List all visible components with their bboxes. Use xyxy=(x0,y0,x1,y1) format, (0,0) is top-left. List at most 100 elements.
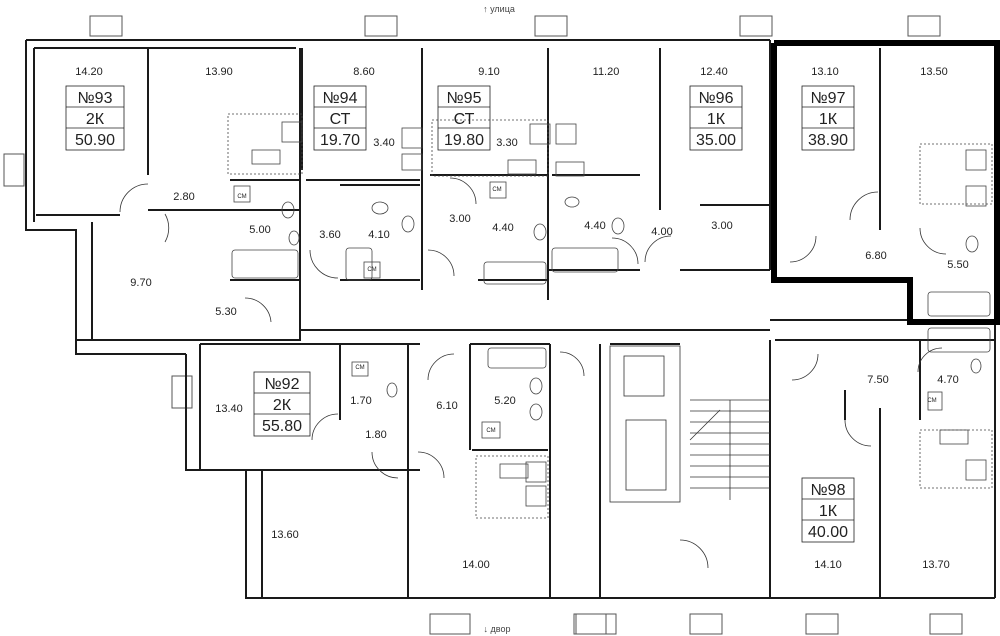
washing-machine-label: СМ xyxy=(492,187,501,193)
bathtub xyxy=(487,347,547,369)
room-area: 3.00 xyxy=(711,220,732,232)
room-area: 14.00 xyxy=(462,559,490,571)
washing-machine-label: СМ xyxy=(927,398,936,404)
apartment-number: №94 xyxy=(323,90,358,107)
apartment-type: 1К xyxy=(819,503,838,520)
apartment-number: №97 xyxy=(811,90,846,107)
room-area: 11.20 xyxy=(593,66,620,78)
room-area: 13.90 xyxy=(205,66,233,78)
apartment-number: №92 xyxy=(265,376,300,393)
outer-wall-left xyxy=(25,40,186,355)
apartment-label-93: №93 2К 50.90 xyxy=(65,85,125,151)
windows xyxy=(3,15,963,635)
room-area: 1.70 xyxy=(350,395,371,407)
sanitary-fixture xyxy=(386,382,398,398)
sanitary-fixture xyxy=(401,215,415,233)
sanitary-fixture xyxy=(529,403,543,421)
window-bay xyxy=(364,15,398,37)
kitchen-sink xyxy=(555,161,585,177)
street-label: ↑ улица xyxy=(483,4,515,14)
washing-machine xyxy=(363,261,381,279)
door-swing xyxy=(244,297,272,323)
apartment-area: 19.70 xyxy=(320,132,360,149)
room-area: 5.00 xyxy=(249,224,270,236)
door-swing xyxy=(417,451,445,479)
washing-machine xyxy=(233,185,251,203)
room-area: 3.00 xyxy=(449,213,470,225)
door-swing xyxy=(791,353,819,381)
door-swing xyxy=(449,177,477,205)
room-area: 4.40 xyxy=(492,222,513,234)
room-area: 13.60 xyxy=(271,529,299,541)
window-bay xyxy=(907,15,941,37)
kitchen-counter xyxy=(919,429,993,489)
apartment-area: 55.80 xyxy=(262,418,302,435)
room-area: 9.10 xyxy=(478,66,499,78)
kitchen-counter xyxy=(919,143,993,205)
sanitary-fixture xyxy=(529,377,543,395)
apartment-type: 1К xyxy=(707,111,726,128)
apartment-number: №96 xyxy=(699,90,734,107)
window-bay xyxy=(573,613,607,635)
door-swing xyxy=(644,235,672,263)
room-area: 5.20 xyxy=(494,395,515,407)
room-area: 14.20 xyxy=(75,66,103,78)
window-bay xyxy=(739,15,773,37)
sanitary-fixture xyxy=(970,358,982,374)
room-area: 13.40 xyxy=(215,403,243,415)
kitchen-sink xyxy=(499,463,529,479)
cooktop xyxy=(965,459,987,481)
bathtub xyxy=(231,249,299,279)
bathtub xyxy=(927,327,991,353)
room-area: 3.40 xyxy=(373,137,394,149)
door-swing xyxy=(311,413,339,441)
washing-machine-label: СМ xyxy=(237,194,246,200)
room-area: 4.40 xyxy=(584,220,605,232)
cooktop xyxy=(401,127,423,149)
apartment-number: №95 xyxy=(447,90,482,107)
apartment-label-92: №92 2К 55.80 xyxy=(253,371,311,437)
walls xyxy=(25,39,996,599)
doors xyxy=(119,177,947,569)
apartment-type: 2К xyxy=(86,111,105,128)
washing-machine xyxy=(489,181,507,199)
door-swing xyxy=(309,249,339,279)
room-area: 4.10 xyxy=(368,229,389,241)
apartment-area: 19.80 xyxy=(444,132,484,149)
washing-machine-labels: СМ СМ СМ СМ СМ СМ xyxy=(237,187,936,434)
cooktop xyxy=(965,185,987,207)
sanitary-fixture xyxy=(288,230,300,246)
outer-wall-bottom xyxy=(185,354,995,599)
room-area: 9.70 xyxy=(130,277,151,289)
window-bay xyxy=(575,613,617,635)
room-area: 2.80 xyxy=(173,191,194,203)
apartment-number: №98 xyxy=(811,482,846,499)
sanitary-fixture xyxy=(965,235,979,253)
room-area: 1.80 xyxy=(365,429,386,441)
corridor-wall xyxy=(76,330,301,341)
apartment-type: 1К xyxy=(819,111,838,128)
cooktop xyxy=(525,485,547,507)
stair-shaft xyxy=(609,345,681,503)
apartment-area: 40.00 xyxy=(808,524,848,541)
kitchen-sink xyxy=(251,149,281,165)
door-swing xyxy=(844,419,872,447)
room-area: 13.50 xyxy=(920,66,948,78)
window-bay xyxy=(3,153,25,187)
room-area: 3.30 xyxy=(496,137,517,149)
room-area: 7.50 xyxy=(867,374,888,386)
elevator xyxy=(625,419,667,491)
cooktop xyxy=(529,123,551,145)
kitchen-counter xyxy=(227,113,303,175)
room-area: 13.10 xyxy=(811,66,839,78)
washing-machine-label: СМ xyxy=(355,365,364,371)
door-swing xyxy=(427,353,455,381)
bathtub xyxy=(483,261,547,285)
kitchen-sink xyxy=(401,153,423,171)
apartment-area: 35.00 xyxy=(696,132,736,149)
window-bay xyxy=(689,613,723,635)
apartment-label-94: №94 СТ 19.70 xyxy=(313,85,367,151)
apartment-label-98: №98 1К 40.00 xyxy=(801,477,855,543)
room-area: 6.10 xyxy=(436,400,457,412)
door-swing xyxy=(789,235,817,263)
